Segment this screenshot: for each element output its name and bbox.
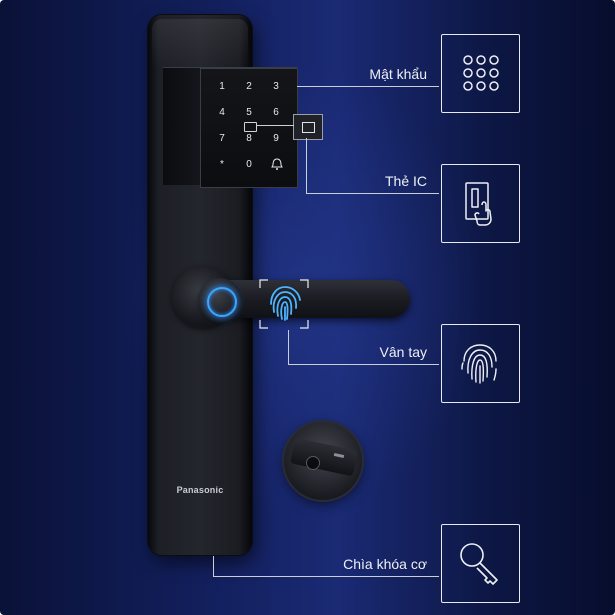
feature-label-password: Mật khẩu	[369, 66, 427, 82]
key-star: *	[220, 159, 224, 170]
fingerprint-icon	[461, 344, 497, 384]
card-reader-icon	[244, 122, 257, 132]
leader-line-key-vertical	[213, 556, 214, 576]
leader-line-fingerprint	[288, 364, 439, 365]
keypad-grid-icon	[463, 55, 499, 91]
leader-line-fingerprint-vertical	[288, 330, 289, 364]
keypad-top-edge	[163, 67, 297, 68]
key-7: 7	[219, 133, 225, 144]
keypad-side-face	[163, 67, 203, 185]
keypad-panel: 1 2 3 4 5 6 7 8 9 * 0	[200, 68, 298, 188]
feature-box-password	[441, 34, 520, 113]
key-0: 0	[246, 159, 252, 170]
card-callout-connector	[256, 125, 294, 126]
leader-line-key	[213, 576, 439, 577]
feature-label-fingerprint: Vân tay	[379, 344, 427, 360]
leader-line-password	[297, 86, 439, 87]
key-4: 4	[219, 107, 225, 118]
led-indicator-ring	[207, 287, 237, 317]
key-1: 1	[219, 81, 225, 92]
card-reader-callout	[293, 114, 323, 140]
key-2: 2	[246, 81, 252, 92]
lock-top-highlight	[152, 19, 248, 69]
leader-line-ic-vertical	[306, 138, 307, 193]
key-8: 8	[246, 133, 252, 144]
fingerprint-sensor-icon	[259, 279, 309, 329]
feature-label-ic-card: Thẻ IC	[384, 173, 427, 189]
card-tap-icon	[465, 182, 492, 226]
doorbell-icon	[271, 158, 283, 170]
key-9: 9	[273, 133, 279, 144]
keyhole-magnifier	[284, 422, 362, 500]
keyhole-cover	[289, 437, 359, 477]
feature-box-mechanical-key	[441, 524, 520, 603]
feature-box-ic-card	[441, 164, 520, 243]
key-6: 6	[273, 107, 279, 118]
key-5: 5	[246, 107, 252, 118]
feature-label-mechanical-key: Chìa khóa cơ	[343, 556, 427, 572]
key-3: 3	[273, 81, 279, 92]
leader-line-ic	[306, 193, 439, 194]
feature-box-fingerprint	[441, 324, 520, 403]
card-chip-icon	[302, 122, 315, 133]
keyhole	[306, 456, 320, 470]
brand-logo: Panasonic	[176, 485, 224, 495]
key-icon	[460, 543, 498, 585]
